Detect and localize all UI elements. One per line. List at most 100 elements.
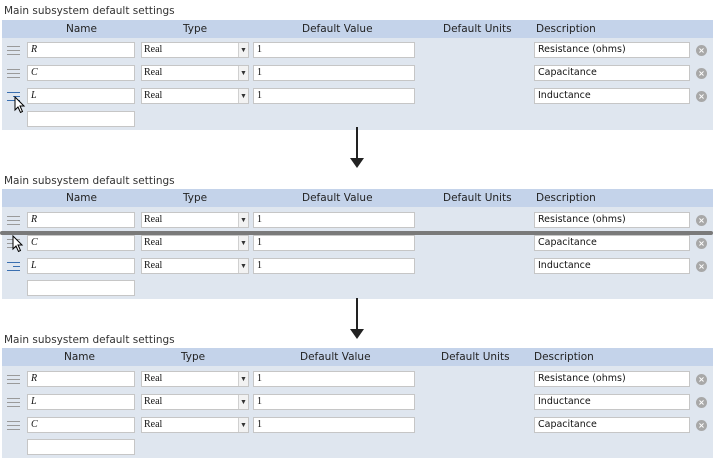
- col-description: Description: [536, 23, 596, 35]
- chevron-down-icon[interactable]: ▼: [238, 236, 248, 250]
- remove-circle-icon[interactable]: ×: [696, 68, 707, 79]
- table-row: C Real▼ 1 Capacitance ×: [2, 234, 713, 254]
- description-field[interactable]: Resistance (ohms): [534, 42, 690, 58]
- description-field[interactable]: Resistance (ohms): [534, 212, 690, 228]
- description-field[interactable]: Capacitance: [534, 417, 690, 433]
- arrow-down-icon: [350, 127, 364, 169]
- col-default-value: Default Value: [302, 192, 373, 204]
- table-row: R Real ▼ 1 Resistance (ohms) ×: [2, 211, 713, 231]
- type-select[interactable]: Real▼: [141, 417, 249, 433]
- remove-circle-icon[interactable]: ×: [696, 45, 707, 56]
- table-row: L Real▼ 1 Inductance ×: [2, 87, 713, 107]
- default-value-field[interactable]: 1: [253, 258, 415, 274]
- col-type: Type: [183, 192, 208, 204]
- arrow-down-icon: [350, 298, 364, 340]
- default-value-field[interactable]: 1: [253, 417, 415, 433]
- name-field[interactable]: R: [27, 42, 135, 58]
- remove-circle-icon[interactable]: ×: [696, 215, 707, 226]
- table-row: L Real ▼ 1 Inductance ×: [2, 393, 713, 413]
- new-name-field[interactable]: [27, 280, 135, 296]
- name-field[interactable]: L: [27, 394, 135, 410]
- table-row: L Real ▼ 1 Inductance ×: [2, 257, 713, 277]
- name-field[interactable]: C: [27, 235, 135, 251]
- new-name-field[interactable]: [27, 111, 135, 127]
- col-description: Description: [536, 192, 596, 204]
- type-select[interactable]: Real ▼: [141, 258, 249, 274]
- type-select[interactable]: Real ▼: [141, 42, 249, 58]
- type-select[interactable]: Real▼: [141, 235, 249, 251]
- remove-circle-icon[interactable]: ×: [696, 261, 707, 272]
- col-name: Name: [64, 351, 95, 363]
- remove-circle-icon[interactable]: ×: [696, 238, 707, 249]
- drop-indicator: [0, 231, 713, 235]
- drag-handle-icon[interactable]: [7, 215, 20, 227]
- remove-circle-icon[interactable]: ×: [696, 420, 707, 431]
- default-value-field[interactable]: 1: [253, 394, 415, 410]
- col-name: Name: [66, 23, 97, 35]
- chevron-down-icon[interactable]: ▼: [238, 372, 248, 386]
- chevron-down-icon[interactable]: ▼: [238, 395, 248, 409]
- type-select[interactable]: Real ▼: [141, 212, 249, 228]
- default-value-field[interactable]: 1: [253, 65, 415, 81]
- chevron-down-icon[interactable]: ▼: [238, 213, 248, 227]
- settings-table: Name Type Default Value Default Units De…: [2, 20, 713, 130]
- remove-circle-icon[interactable]: ×: [696, 397, 707, 408]
- description-field[interactable]: Resistance (ohms): [534, 371, 690, 387]
- remove-circle-icon[interactable]: ×: [696, 374, 707, 385]
- col-type: Type: [183, 23, 208, 35]
- type-select[interactable]: Real▼: [141, 88, 249, 104]
- col-default-units: Default Units: [443, 23, 512, 35]
- drag-handle-icon[interactable]: [7, 397, 20, 409]
- default-value-field[interactable]: 1: [253, 212, 415, 228]
- name-field[interactable]: R: [27, 212, 135, 228]
- mouse-pointer-icon: [12, 235, 24, 253]
- type-value: Real: [144, 214, 163, 225]
- name-field[interactable]: C: [27, 65, 135, 81]
- type-value: Real: [144, 44, 163, 55]
- type-select[interactable]: Real ▼: [141, 394, 249, 410]
- remove-circle-icon[interactable]: ×: [696, 91, 707, 102]
- type-select[interactable]: Real▼: [141, 65, 249, 81]
- new-name-field[interactable]: [27, 439, 135, 455]
- name-field[interactable]: R: [27, 371, 135, 387]
- drag-handle-icon[interactable]: [7, 91, 20, 103]
- description-field[interactable]: Inductance: [534, 88, 690, 104]
- default-value-field[interactable]: 1: [253, 371, 415, 387]
- name-field[interactable]: L: [27, 258, 135, 274]
- panel-title: Main subsystem default settings: [4, 175, 175, 187]
- col-default-units: Default Units: [443, 192, 512, 204]
- default-value-field[interactable]: 1: [253, 42, 415, 58]
- chevron-down-icon[interactable]: ▼: [238, 66, 248, 80]
- drag-handle-icon[interactable]: [7, 45, 20, 57]
- table-header: Name Type Default Value Default Units De…: [2, 189, 713, 207]
- description-field[interactable]: Capacitance: [534, 235, 690, 251]
- settings-panel-before: Main subsystem default settings Name Typ…: [0, 0, 713, 130]
- default-value-field[interactable]: 1: [253, 235, 415, 251]
- panel-title: Main subsystem default settings: [4, 334, 175, 346]
- type-value: Real: [144, 260, 163, 271]
- description-field[interactable]: Inductance: [534, 258, 690, 274]
- chevron-down-icon[interactable]: ▼: [238, 259, 248, 273]
- chevron-down-icon[interactable]: ▼: [238, 418, 248, 432]
- drag-handle-icon[interactable]: [7, 261, 20, 273]
- description-field[interactable]: Inductance: [534, 394, 690, 410]
- table-row: C Real▼ 1 Capacitance ×: [2, 64, 713, 84]
- name-field[interactable]: C: [27, 417, 135, 433]
- col-default-units: Default Units: [441, 351, 510, 363]
- chevron-down-icon[interactable]: ▼: [238, 43, 248, 57]
- drag-handle-icon[interactable]: [7, 420, 20, 432]
- description-field[interactable]: Capacitance: [534, 65, 690, 81]
- chevron-down-icon[interactable]: ▼: [238, 89, 248, 103]
- drag-handle-icon[interactable]: [7, 68, 20, 80]
- drag-handle-icon[interactable]: [7, 374, 20, 386]
- col-description: Description: [534, 351, 594, 363]
- table-header: Name Type Default Value Default Units De…: [2, 20, 713, 38]
- settings-table: Name Type Default Value Default Units De…: [2, 189, 713, 299]
- type-value: Real: [144, 373, 163, 384]
- default-value-field[interactable]: 1: [253, 88, 415, 104]
- type-value: Real: [144, 396, 163, 407]
- name-field[interactable]: L: [27, 88, 135, 104]
- type-select[interactable]: Real ▼: [141, 371, 249, 387]
- mouse-pointer-icon: [14, 96, 26, 114]
- settings-panel-after: Main subsystem default settings Name Typ…: [0, 330, 713, 461]
